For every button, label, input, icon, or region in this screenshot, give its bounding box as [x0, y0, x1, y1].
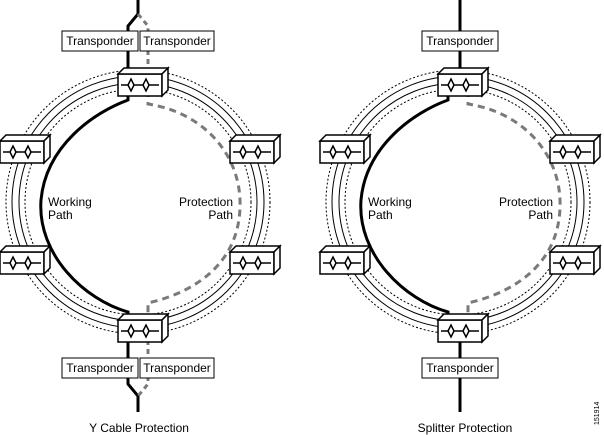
transponder-box: [421, 357, 499, 379]
transponder-box: [421, 30, 499, 52]
protection-path-label: Protection: [499, 195, 553, 209]
diagram-caption: Splitter Protection: [418, 421, 513, 435]
transponder-box: [139, 30, 215, 52]
transponder-box: [61, 30, 139, 52]
node-upper-left: [319, 134, 371, 164]
node-bottom: [437, 313, 489, 343]
protection-path-label: Path: [528, 208, 553, 222]
node-top: [437, 67, 489, 97]
working-path: [39, 78, 130, 330]
transponder-label: Transponder: [143, 361, 211, 375]
diagram-caption: Y Cable Protection: [89, 421, 189, 435]
protection-path-label: Path: [208, 208, 233, 222]
working-path-label: Working: [368, 195, 412, 209]
client-line-top-protect: [136, 13, 150, 32]
node-lower-left: [319, 245, 371, 275]
transponder-label: Transponder: [66, 361, 134, 375]
node-upper-right: [229, 134, 281, 164]
transponder-label: Transponder: [426, 34, 494, 48]
node-lower-right: [549, 245, 601, 275]
node-lower-left: [0, 245, 51, 275]
client-line-bottom-protect: [136, 376, 150, 397]
node-top: [117, 67, 169, 97]
working-path: [359, 78, 450, 330]
y-cable-diagram: Transponder Transponder Transponder Tran…: [0, 0, 281, 435]
figure-number: 151914: [594, 402, 601, 425]
working-path-label: Path: [48, 208, 73, 222]
node-bottom: [117, 313, 169, 343]
node-upper-right: [549, 134, 601, 164]
protection-path: [146, 78, 242, 330]
node-lower-right: [229, 245, 281, 275]
transponder-label: Transponder: [426, 361, 494, 375]
transponder-label: Transponder: [143, 34, 211, 48]
node-upper-left: [0, 134, 51, 164]
client-line-bottom: [126, 376, 140, 412]
protection-path-label: Protection: [179, 195, 233, 209]
protection-path: [466, 78, 562, 330]
working-path-label: Path: [368, 208, 393, 222]
transponder-box: [61, 357, 139, 379]
working-path-label: Working: [48, 195, 92, 209]
transponder-box: [139, 357, 215, 379]
client-line-top: [126, 0, 140, 32]
transponder-label: Transponder: [66, 34, 134, 48]
splitter-diagram: Transponder Transponder Working Path Pro…: [319, 0, 601, 435]
